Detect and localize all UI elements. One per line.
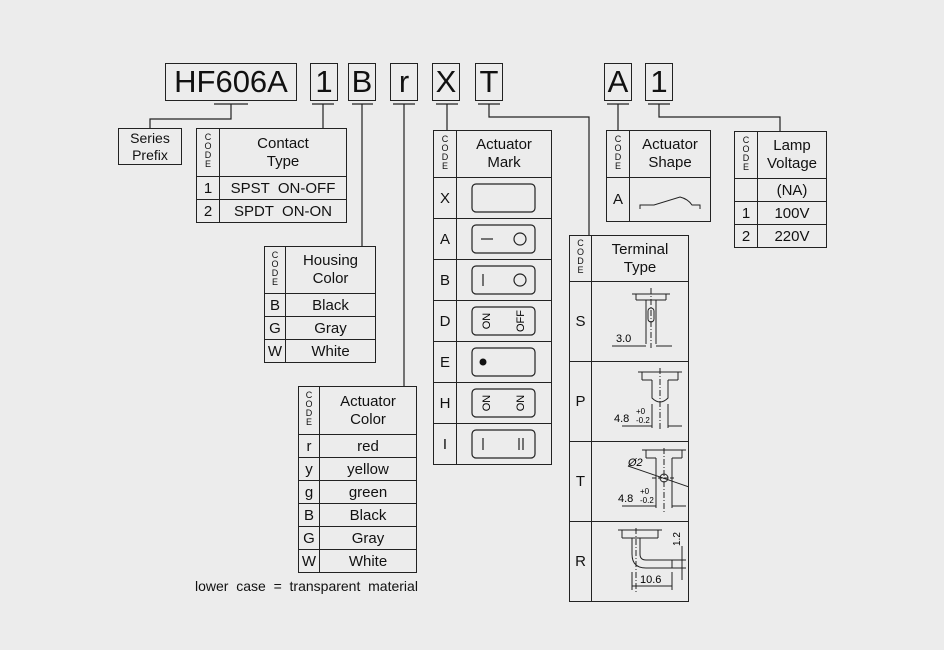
- table-cell-value: Black: [319, 503, 417, 527]
- on-off-mark-icon: ON OFF: [471, 306, 536, 336]
- table-cell-code: B: [264, 293, 286, 317]
- blank-mark-icon: [471, 183, 536, 213]
- table-cell-code: 1: [196, 176, 220, 200]
- table-cell-code: T: [569, 441, 592, 522]
- table-cell-value: red: [319, 434, 417, 458]
- table-cell-code: R: [569, 521, 592, 602]
- table-cell-code: H: [433, 382, 457, 424]
- table-cell-code: W: [264, 339, 286, 363]
- table-cell-code: y: [298, 457, 320, 481]
- terminal-type-table: CODE Terminal Type S 3.0 P: [569, 235, 689, 602]
- tolerance-lower: -0.2: [640, 496, 654, 505]
- tab-terminal-icon: Ø2 4.8 +0 -0.2: [618, 447, 688, 512]
- code-header: CODE: [576, 238, 584, 275]
- table-cell-value: SPST ON-OFF: [219, 176, 347, 200]
- table-cell-code: W: [298, 549, 320, 573]
- code-header: CODE: [305, 390, 313, 427]
- table-cell-code: S: [569, 281, 592, 362]
- table-cell-value: (NA): [757, 178, 827, 202]
- code-header: CODE: [614, 133, 622, 171]
- tolerance-upper: +0: [636, 407, 646, 416]
- on-label: ON: [481, 395, 493, 412]
- dimension-label: 1.2: [672, 531, 683, 545]
- code-contact-box: 1: [310, 63, 338, 101]
- bar-double-bar-mark-icon: [471, 429, 536, 459]
- on-label: ON: [515, 395, 527, 412]
- housing-color-title: Housing Color: [285, 246, 376, 294]
- on-on-mark-icon: ON ON: [471, 388, 536, 418]
- table-cell-code: [734, 178, 758, 202]
- terminal-type-title: Terminal Type: [591, 235, 689, 282]
- tolerance-upper: +0: [640, 487, 650, 496]
- table-cell-code: G: [264, 316, 286, 340]
- table-cell-value: Gray: [319, 526, 417, 550]
- contact-type-title: Contact Type: [219, 128, 347, 177]
- code-header: CODE: [271, 249, 279, 287]
- dimension-label: 4.8: [618, 493, 633, 505]
- table-cell-value: White: [285, 339, 376, 363]
- dash-circle-mark-icon: [471, 224, 536, 254]
- actuator-mark-table: CODE Actuator Mark X A B D ON OFF E H ON…: [433, 130, 552, 465]
- actuator-mark-title: Actuator Mark: [456, 130, 552, 178]
- table-cell-code: A: [433, 218, 457, 260]
- code-header: CODE: [441, 133, 449, 171]
- on-label: ON: [481, 313, 493, 330]
- right-angle-terminal-icon: 1.2 10.6: [618, 527, 686, 594]
- table-cell-code: B: [433, 259, 457, 301]
- rocker-shape-icon: [639, 195, 701, 209]
- table-cell-code: r: [298, 434, 320, 458]
- code-terminal-box: T: [475, 63, 503, 101]
- table-cell-code: P: [569, 361, 592, 442]
- table-cell-value: SPDT ON-ON: [219, 199, 347, 223]
- table-cell-code: A: [606, 177, 630, 222]
- table-cell-value: green: [319, 480, 417, 504]
- code-actuator-color-box: r: [390, 63, 418, 101]
- code-actuator-mark-box: X: [432, 63, 460, 101]
- actuator-shape-title: Actuator Shape: [629, 130, 711, 178]
- dimension-label: 4.8: [614, 413, 629, 425]
- table-cell-code: 1: [734, 201, 758, 225]
- table-cell-value: 100V: [757, 201, 827, 225]
- table-cell-code: X: [433, 177, 457, 219]
- code-housing-box: B: [348, 63, 376, 101]
- dimension-label: 10.6: [640, 574, 661, 586]
- dimension-label: Ø2: [627, 457, 643, 469]
- table-cell-value: Black: [285, 293, 376, 317]
- bar-circle-mark-icon: [471, 265, 536, 295]
- footnote: lower case = transparent material: [195, 578, 418, 594]
- dot-mark-icon: [471, 347, 536, 377]
- actuator-shape-table: CODE Actuator Shape A: [606, 130, 711, 222]
- table-cell-code: D: [433, 300, 457, 342]
- series-prefix-label: Series Prefix: [118, 128, 182, 165]
- code-header: CODE: [742, 134, 750, 172]
- lamp-voltage-title: Lamp Voltage: [757, 131, 827, 179]
- table-cell-value: White: [319, 549, 417, 573]
- table-cell-code: I: [433, 423, 457, 465]
- table-cell-code: E: [433, 341, 457, 383]
- table-cell-code: G: [298, 526, 320, 550]
- code-header: CODE: [204, 132, 212, 169]
- tolerance-lower: -0.2: [636, 416, 650, 425]
- code-series-box: HF606A: [165, 63, 297, 101]
- table-cell-value: Gray: [285, 316, 376, 340]
- table-cell-code: g: [298, 480, 320, 504]
- code-actuator-shape-box: A: [604, 63, 632, 101]
- table-cell-value: yellow: [319, 457, 417, 481]
- table-cell-code: B: [298, 503, 320, 527]
- off-label: OFF: [515, 310, 527, 332]
- actuator-color-title: Actuator Color: [319, 386, 417, 435]
- code-lamp-voltage-box: 1: [645, 63, 673, 101]
- solder-terminal-icon: 3.0: [612, 287, 672, 348]
- table-cell-code: 2: [196, 199, 220, 223]
- table-cell-code: 2: [734, 224, 758, 248]
- dimension-label: 3.0: [616, 333, 631, 345]
- pcb-terminal-icon: 4.8 +0 -0.2: [614, 367, 682, 430]
- table-cell-value: 220V: [757, 224, 827, 248]
